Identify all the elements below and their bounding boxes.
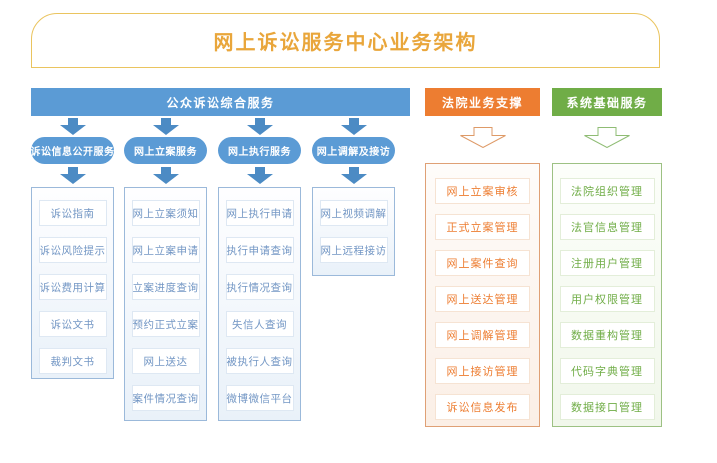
service-item: 立案进度查询 [131,274,200,300]
system-section: 法院组织管理 法官信息管理 注册用户管理 用户权限管理 数据重构管理 代码字典管… [552,127,662,427]
down-arrow-icon [152,118,179,135]
down-arrow-icon [59,118,86,135]
service-item: 诉讼风险提示 [38,237,107,263]
service-item: 执行情况查询 [225,274,294,300]
service-item: 裁判文书 [38,348,107,374]
group-pill: 网上调解及接访 [312,137,395,164]
down-arrow-icon [246,118,273,135]
service-item: 网上远程接访 [319,237,388,263]
public-group-column: 网上执行服务 网上执行申请 执行申请查询 执行情况查询 失信人查询 被执行人查询… [218,118,301,421]
section-header-system: 系统基础服务 [552,88,662,116]
court-panel: 网上立案审核 正式立案管理 网上案件查询 网上送达管理 网上调解管理 网上接访管… [425,163,540,427]
service-item: 网上调解管理 [435,322,530,348]
service-item: 数据接口管理 [559,394,655,420]
service-item: 网上接访管理 [435,358,530,384]
court-section: 网上立案审核 正式立案管理 网上案件查询 网上送达管理 网上调解管理 网上接访管… [425,127,540,427]
service-item: 网上送达管理 [435,286,530,312]
down-arrow-icon [340,167,367,184]
service-item: 数据重构管理 [559,322,655,348]
service-item: 网上立案申请 [131,237,200,263]
service-item: 代码字典管理 [559,358,655,384]
service-item: 诉讼信息发布 [435,394,530,420]
service-item: 网上立案须知 [131,200,200,226]
service-item: 被执行人查询 [225,348,294,374]
system-panel: 法院组织管理 法官信息管理 注册用户管理 用户权限管理 数据重构管理 代码字典管… [552,163,662,427]
service-item: 诉讼指南 [38,200,107,226]
group-panel: 网上执行申请 执行申请查询 执行情况查询 失信人查询 被执行人查询 微博微信平台 [218,187,301,421]
service-item: 执行申请查询 [225,237,294,263]
hollow-down-arrow-icon [584,127,630,148]
public-group-column: 网上调解及接访 网上视频调解 网上远程接访 [312,118,395,276]
service-item: 诉讼文书 [38,311,107,337]
section-header-court: 法院业务支撑 [425,88,540,116]
group-panel: 诉讼指南 诉讼风险提示 诉讼费用计算 诉讼文书 裁判文书 [31,187,114,379]
page-title: 网上诉讼服务中心业务架构 [213,32,478,54]
service-item: 网上案件查询 [435,250,530,276]
public-group-column: 诉讼信息公开服务 诉讼指南 诉讼风险提示 诉讼费用计算 诉讼文书 裁判文书 [31,118,114,379]
group-pill: 网上执行服务 [218,137,301,164]
service-item: 失信人查询 [225,311,294,337]
service-item: 法官信息管理 [559,214,655,240]
group-pill: 诉讼信息公开服务 [31,137,114,164]
service-item: 网上送达 [131,348,200,374]
service-item: 诉讼费用计算 [38,274,107,300]
service-item: 法院组织管理 [559,178,655,204]
service-item: 微博微信平台 [225,385,294,411]
service-item: 正式立案管理 [435,214,530,240]
group-panel: 网上立案须知 网上立案申请 立案进度查询 预约正式立案 网上送达 案件情况查询 [124,187,207,421]
group-panel: 网上视频调解 网上远程接访 [312,187,395,276]
down-arrow-icon [59,167,86,184]
hollow-down-arrow-icon [459,127,506,148]
group-pill: 网上立案服务 [124,137,207,164]
service-item: 注册用户管理 [559,250,655,276]
public-group-column: 网上立案服务 网上立案须知 网上立案申请 立案进度查询 预约正式立案 网上送达 … [124,118,207,421]
service-item: 用户权限管理 [559,286,655,312]
service-item: 网上执行申请 [225,200,294,226]
service-item: 案件情况查询 [131,385,200,411]
title-box: 网上诉讼服务中心业务架构 [31,13,660,68]
service-item: 网上视频调解 [319,200,388,226]
service-item: 预约正式立案 [131,311,200,337]
down-arrow-icon [246,167,273,184]
section-header-public: 公众诉讼综合服务 [31,88,410,116]
service-item: 网上立案审核 [435,178,530,204]
down-arrow-icon [340,118,367,135]
down-arrow-icon [152,167,179,184]
